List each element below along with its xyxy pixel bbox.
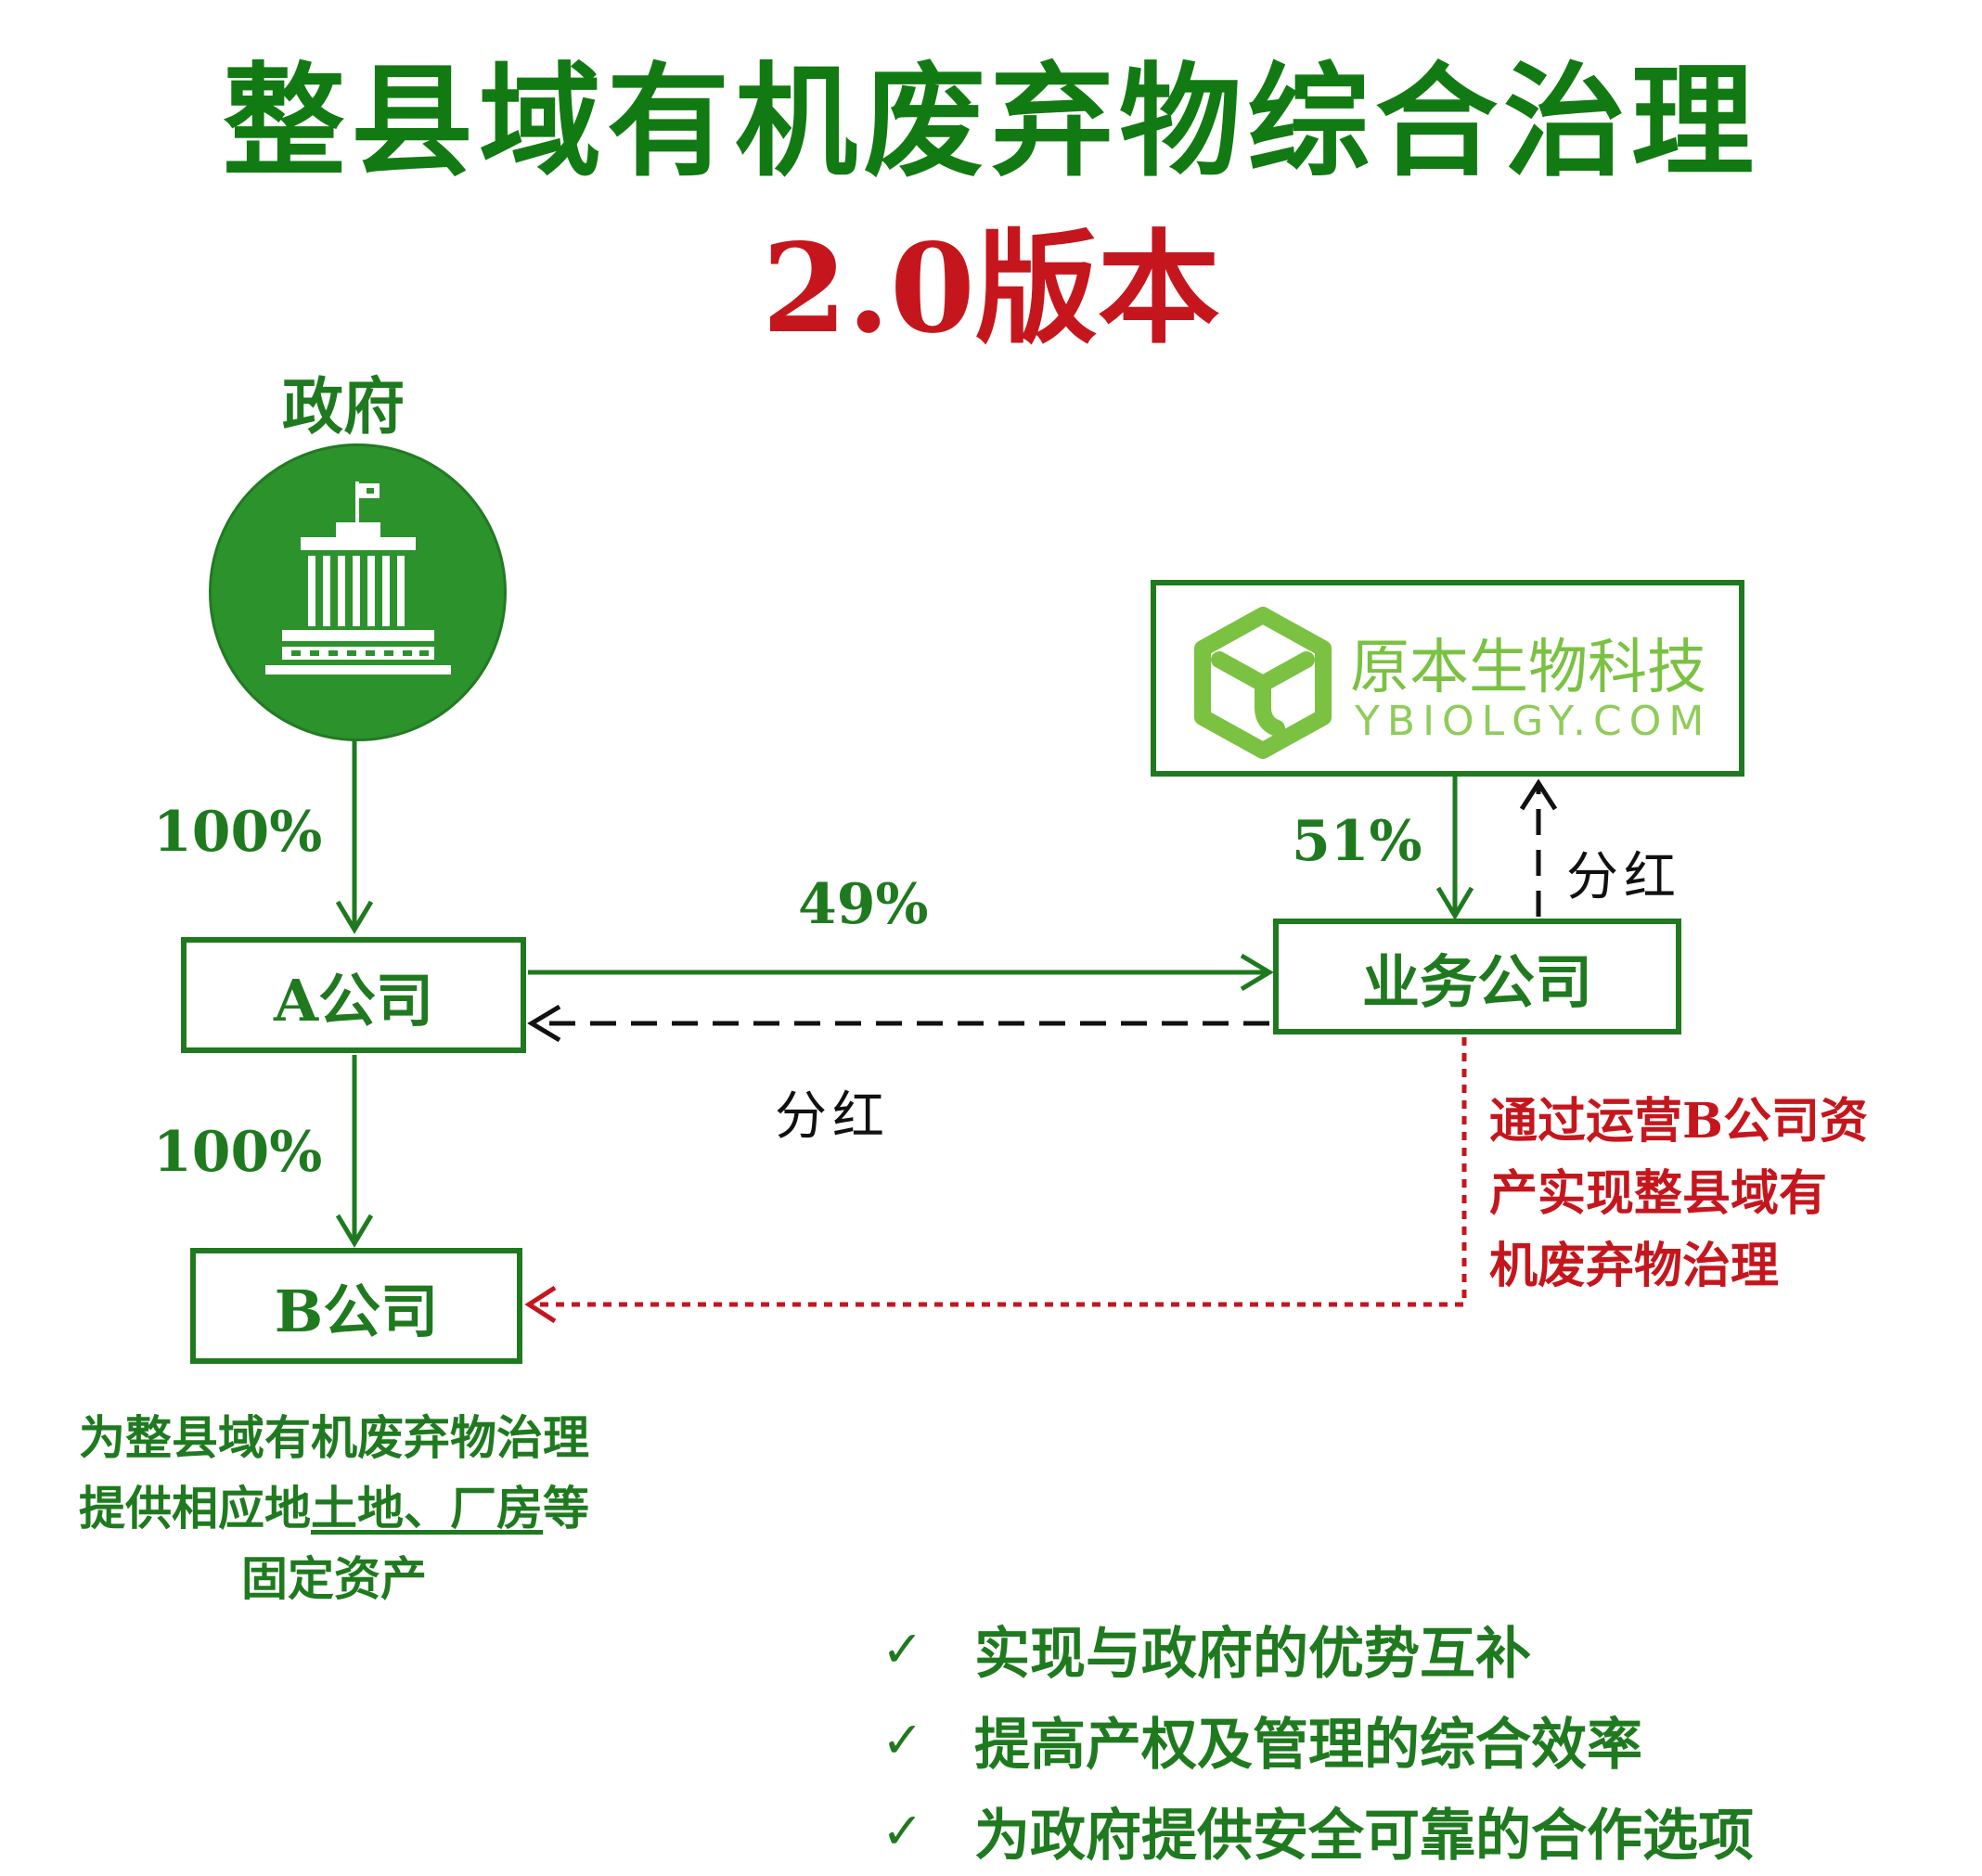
b-description-text: 等	[543, 1481, 589, 1535]
check-icon: ✓	[882, 1619, 924, 1678]
a-to-b-percent: 100%	[153, 1120, 323, 1185]
ybiology-logo-box	[1151, 580, 1744, 777]
biz-to-a-dividend-label: 分红	[775, 1086, 890, 1147]
operation-note: 通过运营B公司资 产实现整县域有 机废弃物治理	[1489, 1086, 1972, 1303]
logo-to-biz-percent: 51%	[1292, 809, 1422, 874]
a-to-biz-percent: 49%	[798, 872, 929, 937]
logo-english-text: YBIOLGY.COM	[1355, 698, 1712, 745]
operation-note-line: 产实现整县域有	[1489, 1165, 1828, 1222]
check-icon: ✓	[882, 1710, 924, 1769]
business-company-box: 业务公司	[1273, 919, 1681, 1034]
benefit-text: 实现与政府的优势互补	[974, 1621, 1531, 1687]
page-title: 整县域有机废弃物综合治理	[223, 50, 1759, 194]
check-icon: ✓	[882, 1801, 924, 1860]
benefit-item: ✓ 为政府提供安全可靠的合作选项	[882, 1785, 1754, 1876]
government-node	[209, 443, 507, 741]
gov-to-a-percent: 100%	[153, 800, 323, 865]
b-description-line1: 为整县域有机废弃物治理	[79, 1410, 589, 1465]
company-b-box: B公司	[190, 1248, 522, 1364]
company-b-description: 为整县域有机废弃物治理 提供相应地土地、厂房等 固定资产	[0, 1403, 668, 1614]
biz-to-b-red-line	[531, 1037, 1467, 1307]
b-description-text: 提供相应地	[79, 1481, 311, 1535]
b-description-underlined: 土地、厂房	[311, 1481, 543, 1535]
b-description-line2: 提供相应地土地、厂房等	[0, 1473, 668, 1544]
operation-note-line: 机废弃物治理	[1489, 1238, 1780, 1294]
page-subtitle: 2.0版本	[762, 217, 1220, 361]
benefit-item: ✓ 提高产权及管理的综合效率	[882, 1694, 1754, 1785]
biz-to-logo-dividend-label: 分红	[1566, 847, 1681, 907]
logo-chinese-text: 原本生物科技	[1350, 634, 1706, 702]
benefits-list: ✓ 实现与政府的优势互补 ✓ 提高产权及管理的综合效率 ✓ 为政府提供安全可靠的…	[882, 1603, 1754, 1876]
benefit-text: 提高产权及管理的综合效率	[974, 1712, 1642, 1778]
company-a-box: A公司	[181, 937, 526, 1053]
cube-logo-icon	[1194, 607, 1332, 759]
benefit-text: 为政府提供安全可靠的合作选项	[974, 1803, 1754, 1869]
government-label: 政府	[282, 370, 405, 443]
operation-note-line: 通过运营B公司资	[1489, 1093, 1868, 1150]
government-building-icon	[265, 482, 451, 675]
benefit-item: ✓ 实现与政府的优势互补	[882, 1603, 1754, 1694]
b-description-line3: 固定资产	[241, 1551, 427, 1606]
